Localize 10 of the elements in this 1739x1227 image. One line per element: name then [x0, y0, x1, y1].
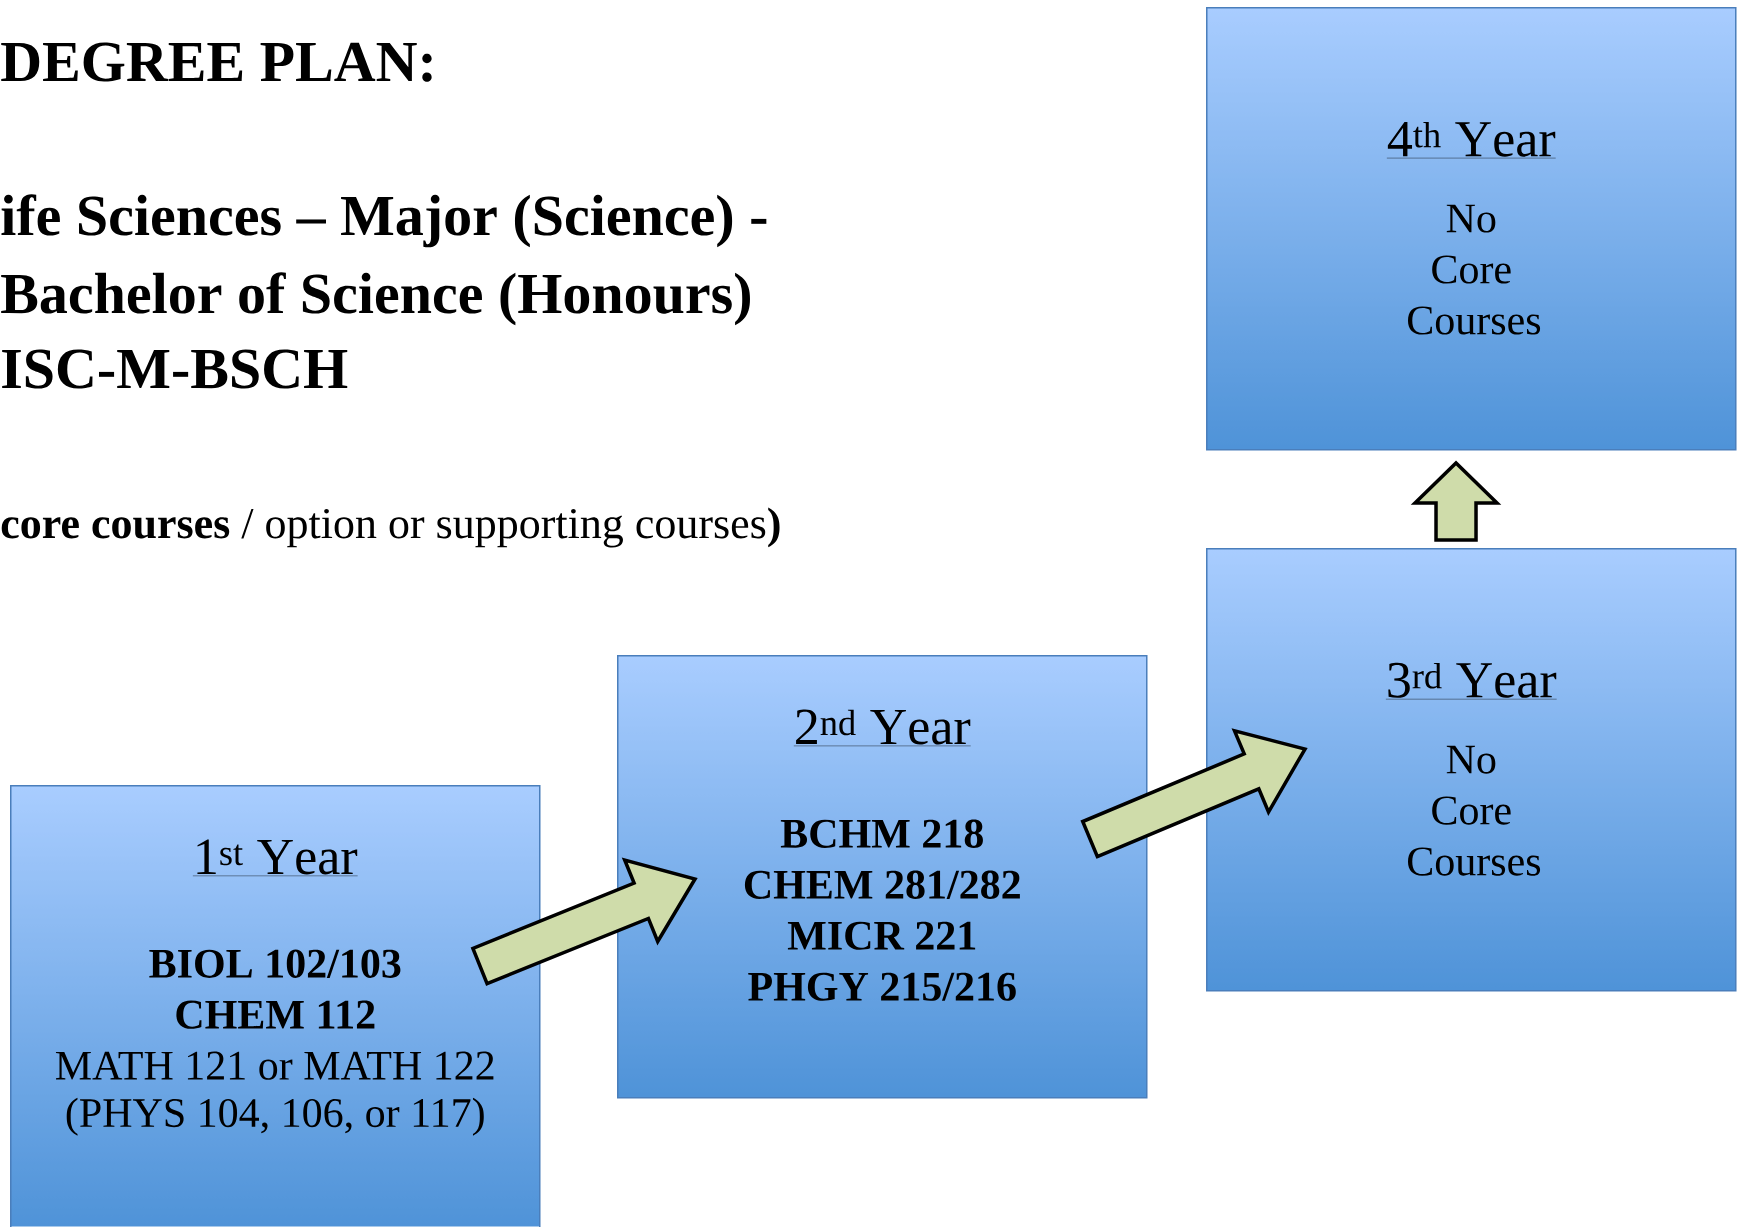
heading: DEGREE PLAN:: [1, 42, 432, 82]
year-box: $\mathrm{3^{rd}~Year}$ No Core Courses: [1206, 548, 1737, 992]
program-code: ISC-M-BSCH: [2, 349, 348, 389]
block-arrow: [1080, 728, 1308, 859]
year-box: $\mathrm{4^{th}~Year}$ No Core Courses: [1206, 7, 1737, 451]
year-box: $\mathrm{2^{nd}~Year}$ BCHM 218 CHEM 281/282 MICR 221 PHGY 215/216: [617, 655, 1148, 1099]
program-title-line: ife Sciences – Major (Science) -: [1, 194, 767, 248]
course-type-note: core courses / option or supporting courses): [1, 507, 780, 548]
program-title-line: Bachelor of Science (Honours): [1, 272, 750, 326]
block-arrow: [1410, 460, 1502, 542]
